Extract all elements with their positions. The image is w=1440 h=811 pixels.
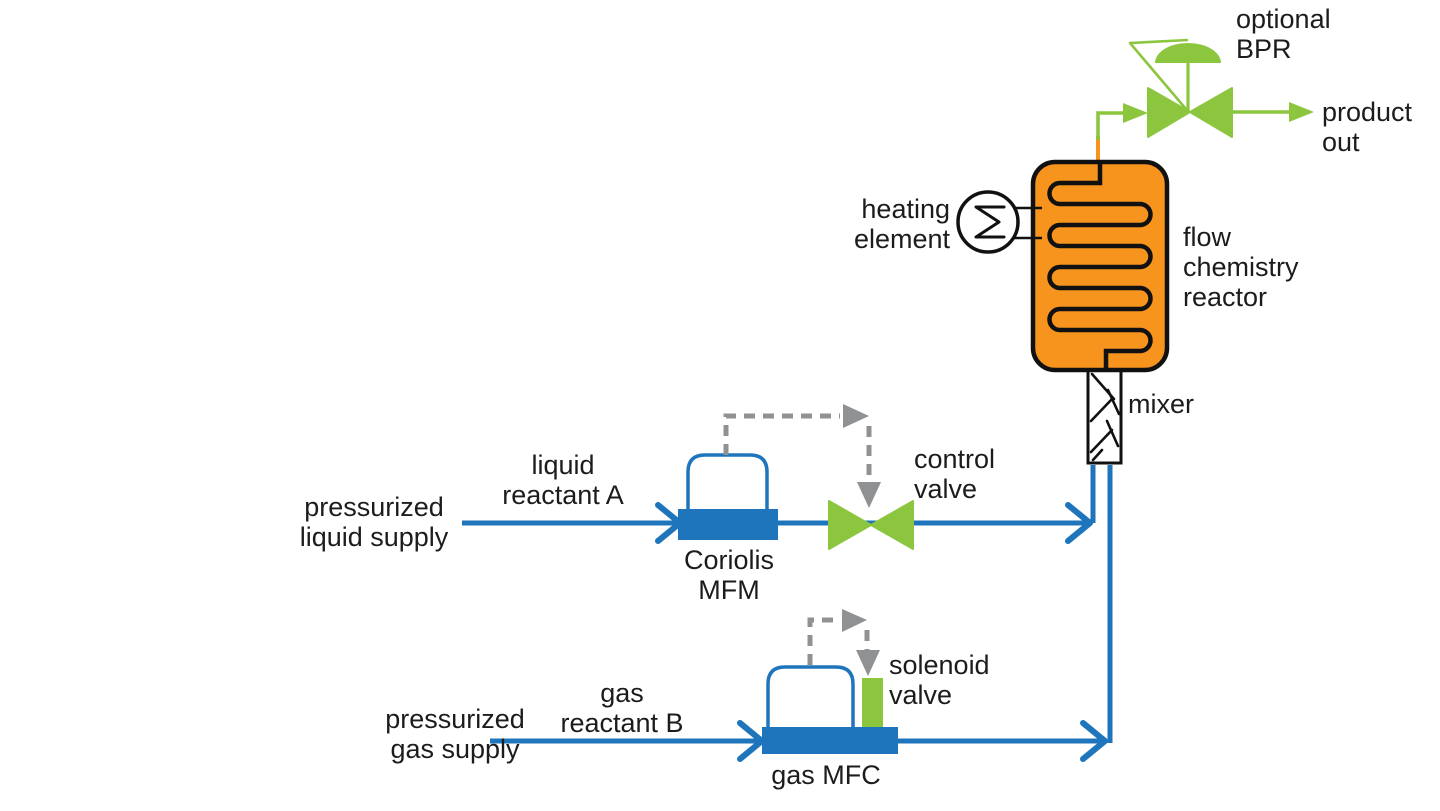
coriolis-mfm-dome	[686, 453, 769, 511]
gas-mfc-body	[762, 727, 898, 754]
label-pressurized-liquid-supply: pressurized liquid supply	[299, 492, 449, 552]
control-valve-left-wing	[828, 500, 872, 550]
label-optional-bpr: optional BPR	[1236, 4, 1331, 64]
signal-arrow-right-liquid	[843, 404, 869, 428]
arrow-into-gas-riser	[1080, 720, 1108, 762]
control-valve-symbol	[828, 500, 914, 550]
liquid-signal-arrows	[843, 404, 881, 508]
bpr-valve-symbol	[1128, 38, 1233, 138]
label-heating-element: heating element	[853, 194, 950, 254]
signal-arrow-down-onto-solenoid	[856, 650, 880, 676]
bpr-right-wing	[1189, 87, 1233, 138]
heater-sigma-glyph	[974, 205, 1006, 239]
label-gas-mfc: gas MFC	[771, 760, 881, 790]
signal-arrow-down-onto-valve	[857, 482, 881, 508]
label-flow-chemistry-reactor: flow chemistry reactor	[1183, 222, 1299, 312]
signal-arrow-right-gas	[842, 609, 867, 632]
label-pressurized-gas-supply: pressurized gas supply	[385, 704, 525, 764]
reactor-to-bpr-line	[1096, 111, 1124, 140]
control-valve-right-wing	[870, 500, 914, 550]
label-solenoid-valve: solenoid valve	[889, 650, 990, 710]
solenoid-valve-body	[862, 678, 883, 729]
gas-mfc-symbol	[762, 665, 898, 754]
gas-signal-path	[807, 617, 840, 665]
coriolis-mfm-symbol	[678, 453, 778, 540]
reactor-coil	[1047, 161, 1153, 372]
arrow-into-mixer-riser	[1065, 502, 1093, 544]
gas-feedback-signal	[807, 617, 870, 665]
label-coriolis-mfm: Coriolis MFM	[683, 545, 775, 605]
label-mixer: mixer	[1128, 389, 1194, 419]
heater-circle-icon	[956, 190, 1020, 254]
bpr-relief-triangle	[1128, 38, 1189, 110]
heating-element-symbol	[956, 190, 1042, 254]
label-control-valve: control valve	[914, 444, 996, 504]
coriolis-mfm-body	[678, 509, 778, 540]
label-product-out: product out	[1322, 97, 1413, 157]
mixer-hatching	[1089, 372, 1121, 462]
bpr-diaphragm-dome	[1155, 43, 1221, 63]
liquid-feedback-signal	[723, 413, 872, 484]
product-outlet-line	[1096, 110, 1291, 140]
arrow-product-out	[1289, 102, 1314, 122]
product-outlet-arrows	[1123, 102, 1314, 123]
label-liquid-reactant-a: liquid reactant A	[502, 450, 624, 510]
static-mixer-symbol	[1086, 368, 1123, 465]
flow-chemistry-reactor-symbol	[1030, 136, 1170, 373]
gas-mfc-dome	[766, 665, 855, 727]
liquid-signal-path	[723, 413, 840, 455]
arrow-into-bpr	[1123, 103, 1148, 123]
label-gas-reactant-b: gas reactant B	[560, 678, 684, 738]
gas-signal-arrows	[842, 609, 880, 676]
bpr-left-wing	[1147, 87, 1191, 138]
